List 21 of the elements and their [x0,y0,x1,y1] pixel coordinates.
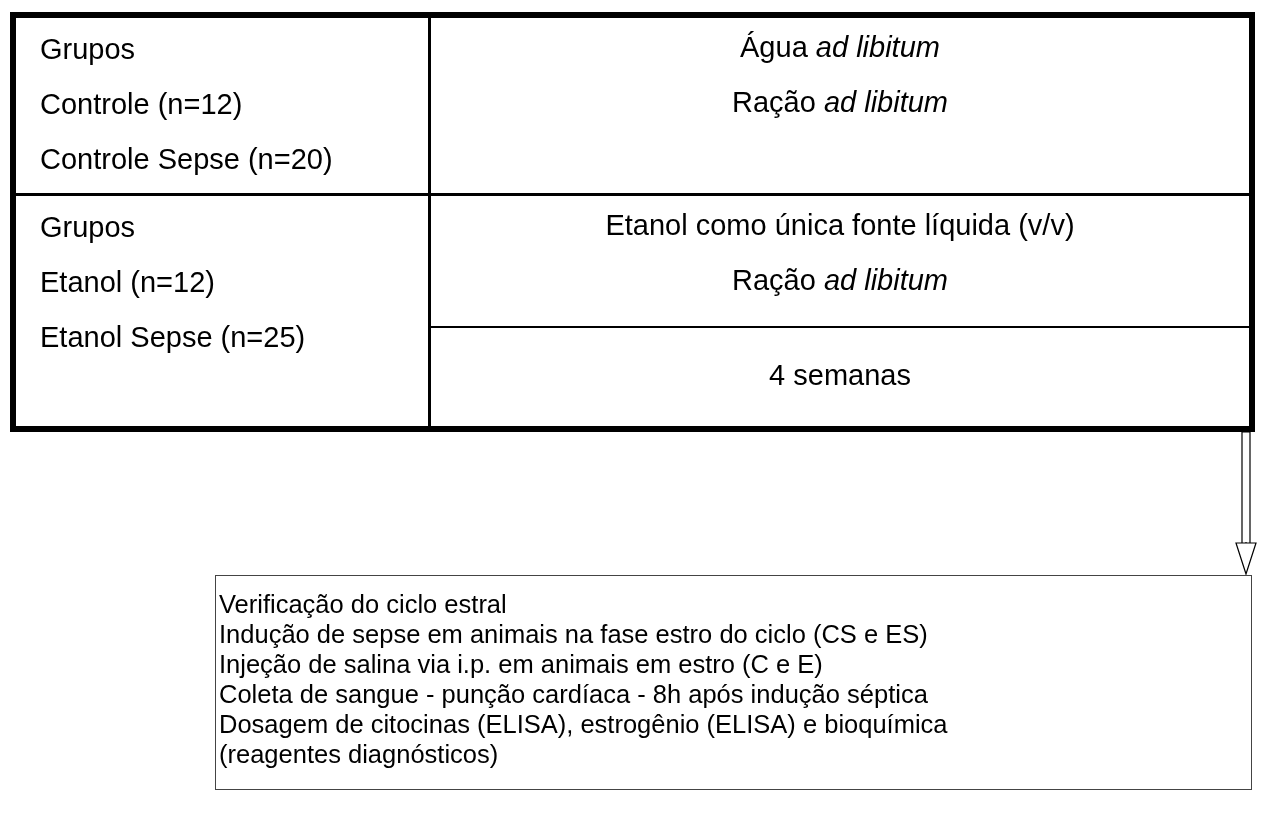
cell-text: Ração ad libitum [732,85,948,120]
cell-text: Controle (n=12) [40,87,243,122]
hollow-arrow [1235,431,1257,575]
cell-text: Controle Sepse (n=20) [40,142,333,177]
step-text: (reagentes diagnósticos) [219,739,500,769]
step-text: Dosagem de citocinas (ELISA), estrogênio (ELISA) e bioquímica [219,709,949,739]
table-box [10,12,1255,432]
cell-text: Etanol Sepse (n=25) [40,320,306,355]
step-text: Indução de sepse em animais na fase estro do ciclo (CS e ES) [219,619,929,649]
cell-text: Grupos [40,210,136,245]
cell-text: Água ad libitum [740,30,940,65]
cell-text: Etanol (n=12) [40,265,215,300]
step-text: Injeção de salina via i.p. em animais em estro (C e E) [219,649,824,679]
cell-text: Ração ad libitum [732,263,948,298]
step-text: Coleta de sangue - punção cardíaca - 8h após indução séptica [219,679,929,709]
cell-text: Etanol como única fonte líquida (v/v) [605,208,1075,243]
cell-text: Grupos [40,32,136,67]
step-text: Verificação do ciclo estral [219,589,508,619]
process-box [215,575,1252,790]
cell-text: 4 semanas [769,358,911,393]
table-cell [16,18,431,196]
